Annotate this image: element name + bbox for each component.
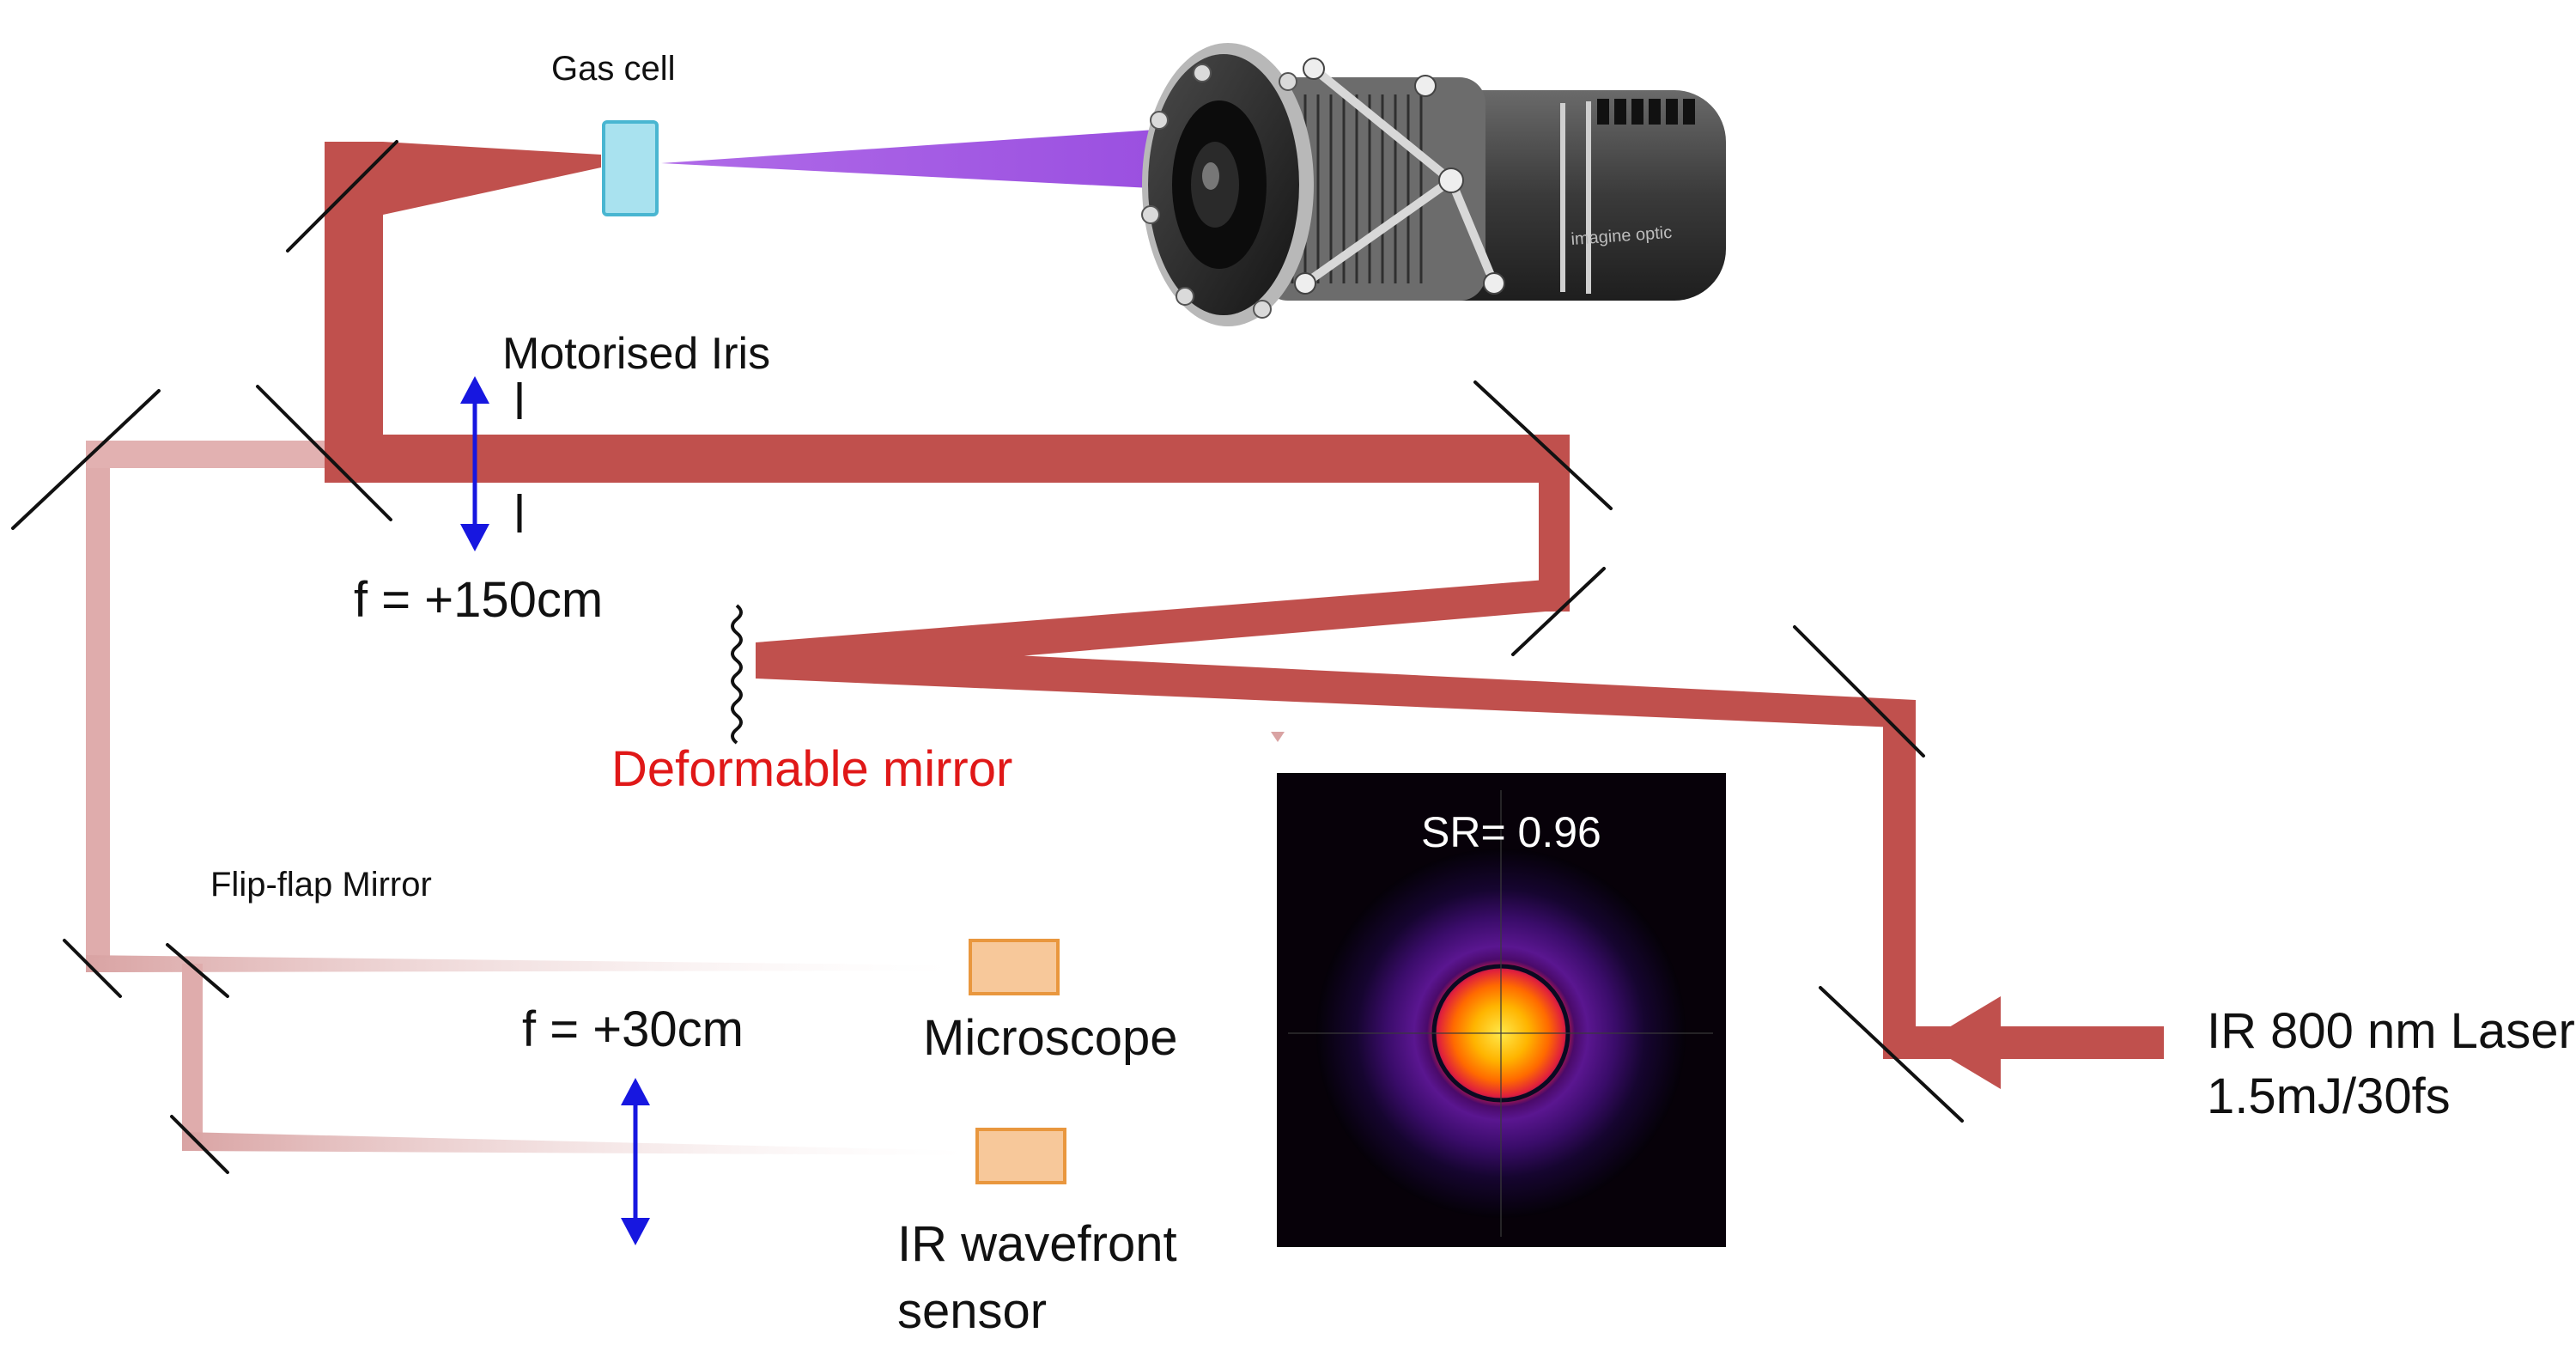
mirror-top-right [1473, 380, 1613, 510]
gas-cell-label: Gas cell [551, 50, 676, 88]
beam-direction-arrow [1923, 996, 2001, 1089]
lens-150-label: f = +150cm [354, 572, 604, 628]
strehl-ratio-label: SR= 0.96 [1421, 808, 1601, 856]
lens-30-label: f = +30cm [522, 1001, 744, 1057]
mirror-iris-left [256, 385, 392, 521]
lens-30cm [621, 1078, 650, 1245]
microscope-label: Microscope [923, 1010, 1178, 1066]
mirror-laser-lower [1819, 986, 1964, 1123]
mirrors [11, 140, 1964, 1174]
xuv-beam [661, 129, 1168, 189]
mirror-top-left [286, 140, 398, 253]
beam-left-vertical [325, 172, 383, 483]
lens-150cm [460, 376, 489, 551]
deformable-mirror-label: Deformable mirror [611, 741, 1013, 797]
beam-right-vertical [1883, 700, 1916, 1059]
ir-wavefront-sensor-label: IR wavefront sensor [897, 1216, 1177, 1339]
beam-horizontal [325, 435, 1570, 483]
diagnostic-beam-top [86, 441, 361, 468]
mirror-laser-upper [1793, 625, 1925, 758]
deformable-mirror-surface [731, 604, 743, 745]
focal-spot-image [1277, 773, 1726, 1247]
beam-to-gas-cell [325, 142, 601, 215]
mirror-right-lower [1511, 567, 1606, 656]
diagnostic-beam-flip-down [182, 964, 203, 1142]
microscope-box [969, 939, 1060, 995]
beam-from-deformable [756, 580, 1546, 679]
diagnostic-beam-path [86, 441, 970, 1155]
mirror-far-left [11, 389, 161, 530]
mirror-flip-left [63, 939, 122, 998]
motorised-iris-label: Motorised Iris [502, 329, 771, 379]
wavefront-sensor-box [975, 1128, 1066, 1184]
gas-cell [602, 120, 659, 216]
small-marker [1271, 732, 1285, 742]
flip-flap-mirror-label: Flip-flap Mirror [210, 866, 432, 904]
diagnostic-beam-left-vertical [86, 468, 110, 958]
diagnostic-beam-to-microscope [86, 955, 953, 972]
xuv-camera: imagine optic [1141, 43, 1726, 326]
flip-flap-mirror [166, 943, 229, 998]
diagnostic-beam-to-sensor [182, 1132, 970, 1155]
laser-label-line1: IR 800 nm Laser [2207, 1003, 2575, 1059]
main-ir-beam [325, 142, 2164, 1089]
beam-to-deformable [756, 642, 1916, 728]
laser-label-line2: 1.5mJ/30fs [2207, 1068, 2451, 1124]
mirror-flip-bottom [170, 1115, 229, 1174]
